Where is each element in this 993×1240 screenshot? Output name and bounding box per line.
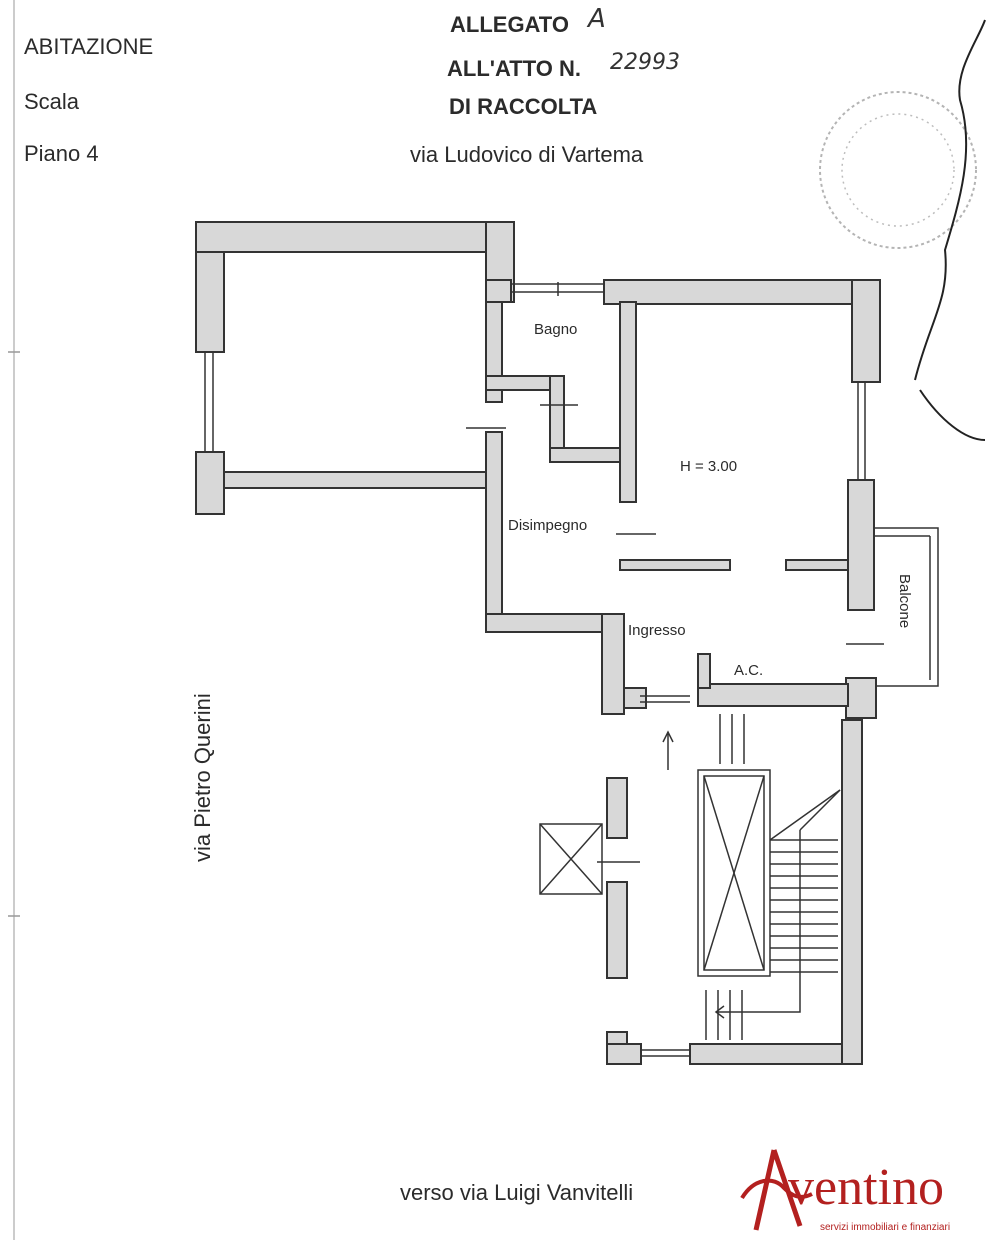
logo-word: ventino	[788, 1159, 944, 1216]
wall-lower-left	[485, 613, 615, 633]
room-label-hallway: Disimpegno	[508, 517, 588, 534]
room-label-ac: A.C.	[734, 662, 764, 679]
stair-arrow-head	[714, 1005, 725, 1019]
elevator-shaft	[697, 769, 771, 977]
wall-right-middle	[847, 479, 875, 611]
wall-door-left	[623, 687, 647, 709]
stair-label: Scala	[24, 89, 80, 114]
wall-ingresso-top	[619, 559, 731, 571]
wall-top-left	[195, 221, 515, 253]
stair-arrow-path	[716, 830, 801, 1013]
logo-tagline: servizi immobiliari e finanziari	[820, 1222, 951, 1233]
wall-right-lower	[845, 677, 877, 719]
room-label-entrance: Ingresso	[628, 622, 686, 639]
floor-label: Piano 4	[24, 141, 99, 166]
wall-top-right	[603, 279, 881, 305]
wall-lower-left-v	[601, 613, 625, 715]
wall-bagno-bottom	[549, 447, 631, 463]
entry-arrow-head	[662, 730, 674, 743]
street-top-label: via Ludovico di Vartema	[410, 142, 644, 167]
balcony-outline	[874, 527, 939, 687]
wall-center-vertical	[619, 301, 637, 503]
wall-left-bottom	[223, 471, 487, 489]
wall-ac-bottom	[697, 683, 849, 707]
wall-right-upper	[851, 279, 881, 383]
unit-type-label: ABITAZIONE	[24, 34, 154, 59]
notary-stamp	[819, 91, 977, 249]
room-label-balcony: Balcone	[896, 574, 913, 629]
wall-ac-left	[697, 653, 711, 689]
duct-box	[539, 823, 603, 895]
street-bottom-label: verso via Luigi Vanvitelli	[400, 1180, 634, 1205]
room-height-label: H = 3.00	[680, 458, 738, 475]
wall-stair-bottom-right	[689, 1043, 861, 1065]
attachment-line3: DI RACCOLTA	[449, 94, 598, 119]
attachment-line1: ALLEGATO	[450, 12, 569, 37]
wall-stair-left-2	[606, 881, 628, 979]
attachment-letter: A	[588, 4, 606, 34]
attachment-line2: ALL'ATTO N.	[447, 56, 581, 81]
elevator-cross-2	[703, 775, 765, 971]
wall-bagno-bottom-v	[549, 375, 565, 457]
wall-ingresso-right	[785, 559, 849, 571]
street-left-label: via Pietro Querini	[190, 693, 215, 862]
wall-stair-right	[841, 719, 863, 1065]
wall-left-lower	[195, 451, 225, 515]
aventino-logo: ventino servizi immobiliari e finanziari	[734, 1138, 990, 1234]
wall-stair-left-1	[606, 777, 628, 839]
stair-steps	[705, 714, 841, 1040]
elevator-inner	[703, 775, 765, 971]
room-label-bathroom: Bagno	[534, 321, 578, 338]
logo-initial-mark	[740, 1149, 813, 1231]
act-number: 22993	[610, 50, 680, 75]
signature-mark	[914, 19, 986, 441]
wall-center-top-left	[485, 279, 512, 303]
wall-inner-left-low	[485, 431, 503, 633]
duct-cross-2	[539, 823, 603, 895]
wall-stair-bottom-left	[606, 1043, 642, 1065]
